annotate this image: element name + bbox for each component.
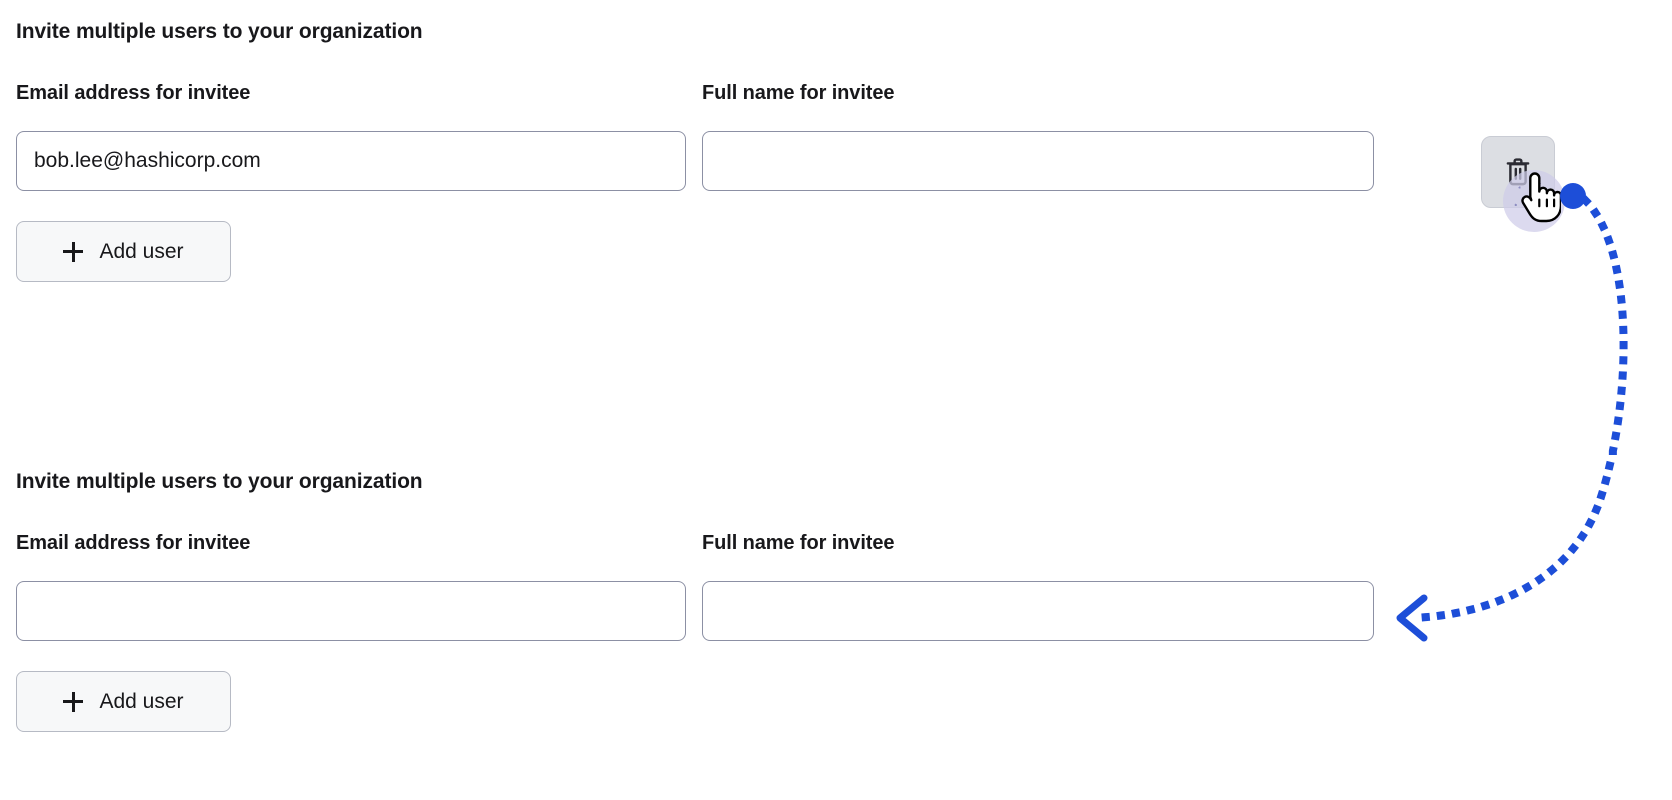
add-user-button[interactable]: Add user bbox=[16, 221, 231, 282]
fullname-input-secondary[interactable] bbox=[702, 581, 1374, 641]
add-user-button-label: Add user bbox=[99, 239, 184, 263]
email-field-label-secondary: Email address for invitee bbox=[16, 532, 251, 554]
add-user-button-secondary[interactable]: Add user bbox=[16, 671, 231, 732]
arrow-start-dot bbox=[1560, 183, 1586, 209]
email-input-secondary[interactable] bbox=[16, 581, 686, 641]
fullname-field-label-secondary: Full name for invitee bbox=[702, 532, 895, 554]
email-field-label: Email address for invitee bbox=[16, 82, 251, 104]
delete-user-button[interactable] bbox=[1481, 136, 1555, 208]
arrow-head bbox=[1396, 594, 1428, 642]
plus-icon bbox=[63, 691, 84, 712]
fullname-field-label: Full name for invitee bbox=[702, 82, 895, 104]
fullname-input[interactable] bbox=[702, 131, 1374, 191]
trash-icon bbox=[1504, 157, 1532, 187]
arrow-dotted-path bbox=[1407, 195, 1628, 623]
email-input[interactable] bbox=[16, 131, 686, 191]
add-user-button-label-secondary: Add user bbox=[99, 689, 184, 713]
plus-icon bbox=[63, 241, 84, 262]
page-title: Invite multiple users to your organizati… bbox=[16, 20, 423, 43]
page-title-secondary: Invite multiple users to your organizati… bbox=[16, 470, 423, 493]
